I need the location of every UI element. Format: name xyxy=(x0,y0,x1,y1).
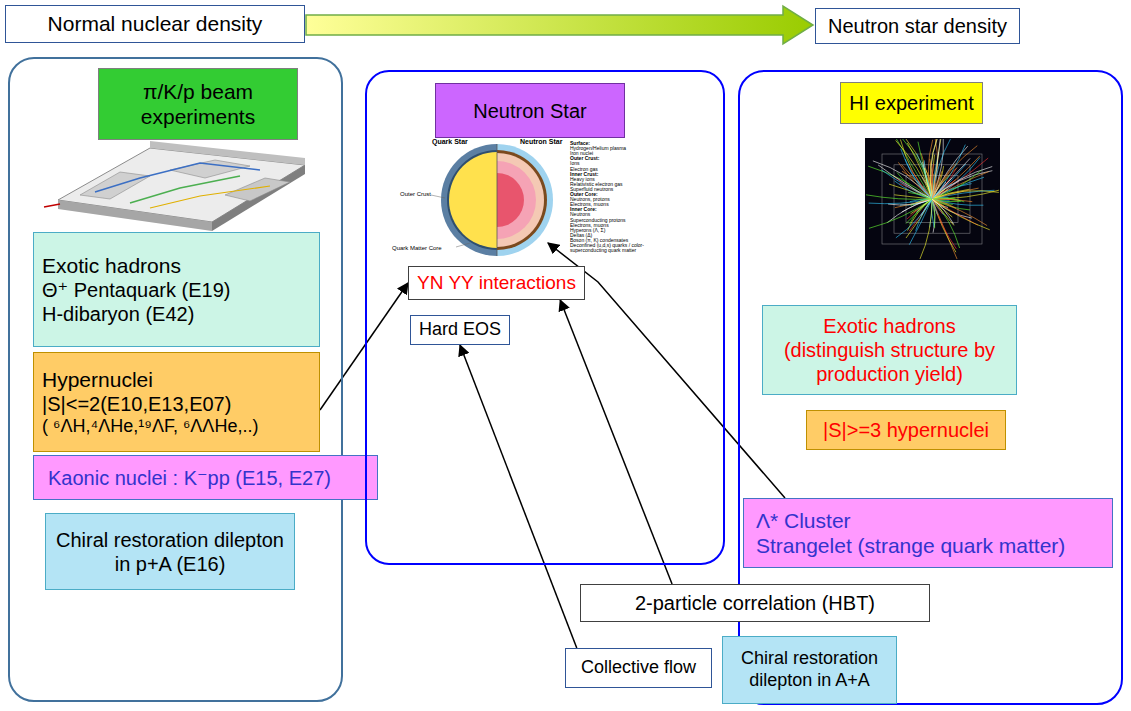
star-label: superconducting quark matter xyxy=(570,248,636,253)
box-text: Kaonic nuclei : K⁻pp (E15, E27) xyxy=(48,466,331,490)
box-text: HI experiment xyxy=(849,91,974,115)
box-text: Chiral restoration dilepton in p+A (E16) xyxy=(54,528,286,576)
topic-box: YN YY interactions xyxy=(408,266,585,300)
heading-box: π/K/p beam experiments xyxy=(98,68,298,140)
method-box: Collective flow xyxy=(565,648,712,688)
density-box: Neutron star density xyxy=(815,8,1020,44)
topic-box: Exotic hadronsΘ⁺ Pentaquark (E19)H-dibar… xyxy=(33,232,320,347)
topic-box: Chiral restoration dilepton in p+A (E16) xyxy=(45,513,295,590)
box-text: Hard EOS xyxy=(419,319,501,341)
box-text: |S|>=3 hypernuclei xyxy=(823,418,989,442)
box-text: Normal nuclear density xyxy=(48,11,263,36)
connector-arrow xyxy=(460,345,577,648)
star-label: Quark Matter Core xyxy=(392,245,442,251)
box-text: H-dibaryon (E42) xyxy=(42,302,194,326)
star-label: Neutron Star xyxy=(520,138,562,145)
connector-arrow xyxy=(320,283,408,410)
topic-box: |S|>=3 hypernuclei xyxy=(806,410,1006,450)
topic-box: Exotic hadrons(distinguish structure by … xyxy=(762,305,1017,395)
box-text: ( ⁶ΛH,⁴ΛHe,¹⁹ΛF, ⁶ΛΛHe,..) xyxy=(42,416,258,438)
box-text: Θ⁺ Pentaquark (E19) xyxy=(42,278,230,302)
heading-box: Neutron Star xyxy=(435,83,625,138)
box-text: π/K/p beam experiments xyxy=(107,79,289,129)
connector-arrow xyxy=(560,300,672,584)
box-text: Λ* Cluster xyxy=(756,508,851,533)
box-text: Strangelet (strange quark matter) xyxy=(756,533,1065,558)
box-text: Hypernuclei xyxy=(42,367,153,392)
box-text: Chiral restoration dilepton in A+A xyxy=(729,648,890,691)
star-label: Outer Crust xyxy=(400,191,431,197)
topic-box: Chiral restoration dilepton in A+A xyxy=(722,636,897,704)
box-text: Exotic hadrons xyxy=(823,314,955,338)
collision-event-image xyxy=(865,138,1000,260)
method-box: 2-particle correlation (HBT) xyxy=(580,584,930,622)
panel: π/K/p beam experimentsExotic hadronsΘ⁺ P… xyxy=(8,57,343,702)
box-text: 2-particle correlation (HBT) xyxy=(635,591,875,615)
topic-box: Λ* ClusterStrangelet (strange quark matt… xyxy=(743,498,1113,568)
box-text: Neutron star density xyxy=(828,14,1007,38)
box-text: YN YY interactions xyxy=(417,272,576,295)
facility-illustration xyxy=(44,141,305,231)
box-text: Collective flow xyxy=(581,657,696,679)
box-text: Exotic hadrons xyxy=(42,253,181,278)
box-text: Neutron Star xyxy=(473,99,586,123)
topic-box: Hard EOS xyxy=(410,315,510,345)
density-arrow xyxy=(306,6,813,44)
box-text: |S|<=2(E10,E13,E07) xyxy=(42,392,231,416)
density-box: Normal nuclear density xyxy=(5,5,305,43)
neutron-star-illustration xyxy=(441,144,553,256)
heading-box: HI experiment xyxy=(840,82,983,124)
leader-lines xyxy=(431,195,470,247)
box-text: (distinguish structure by production yie… xyxy=(771,338,1008,386)
topic-box: Kaonic nuclei : K⁻pp (E15, E27) xyxy=(33,455,378,500)
topic-box: Hypernuclei|S|<=2(E10,E13,E07)( ⁶ΛH,⁴ΛHe… xyxy=(33,352,320,452)
star-label: Quark Star xyxy=(432,138,468,145)
